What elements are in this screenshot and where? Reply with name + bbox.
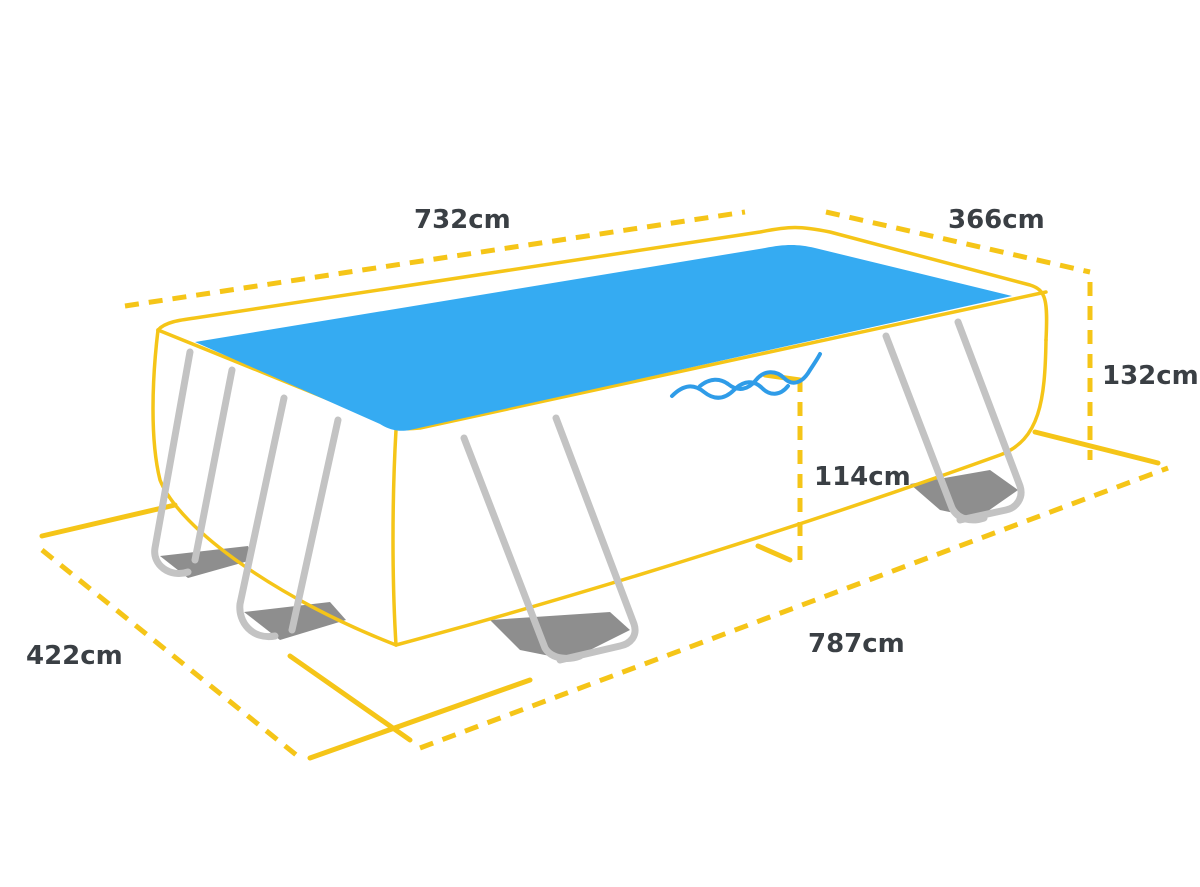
- top-length-label: 732cm: [414, 205, 511, 235]
- pool-legs: [151, 318, 1025, 664]
- footprint-outline: [39, 429, 1169, 761]
- leg: [236, 394, 288, 641]
- pool-front-corner-edge: [391, 428, 398, 647]
- top-width-dash: [825, 209, 1091, 275]
- pool-top-rim: [156, 225, 1049, 342]
- leg: [288, 416, 342, 634]
- leg: [954, 318, 1025, 524]
- leg: [191, 366, 236, 564]
- footprint-width-label: 422cm: [26, 641, 123, 671]
- depth-base-solid: [755, 543, 793, 563]
- top-length-dash: [124, 209, 746, 309]
- leg: [552, 414, 639, 664]
- footprint-corner-solid-b: [307, 677, 533, 761]
- foot-pad: [910, 470, 1018, 518]
- footprint-front-dash: [419, 465, 1169, 751]
- footprint-front-left-solid: [39, 502, 178, 539]
- water-depth-label: 114cm: [814, 462, 911, 492]
- foot-pad: [490, 612, 630, 660]
- frame-height-label: 132cm: [1102, 361, 1199, 391]
- water-wave-icon: [670, 352, 822, 400]
- water-surface: [195, 245, 1012, 431]
- top-width-label: 366cm: [948, 205, 1045, 235]
- footprint-length-label: 787cm: [808, 629, 905, 659]
- footprint-corner-solid-a: [287, 653, 413, 743]
- footprint-right-solid: [1032, 429, 1161, 466]
- pool-front-side: [394, 338, 1048, 647]
- footprint-left-dash: [40, 548, 302, 760]
- leg: [151, 348, 194, 577]
